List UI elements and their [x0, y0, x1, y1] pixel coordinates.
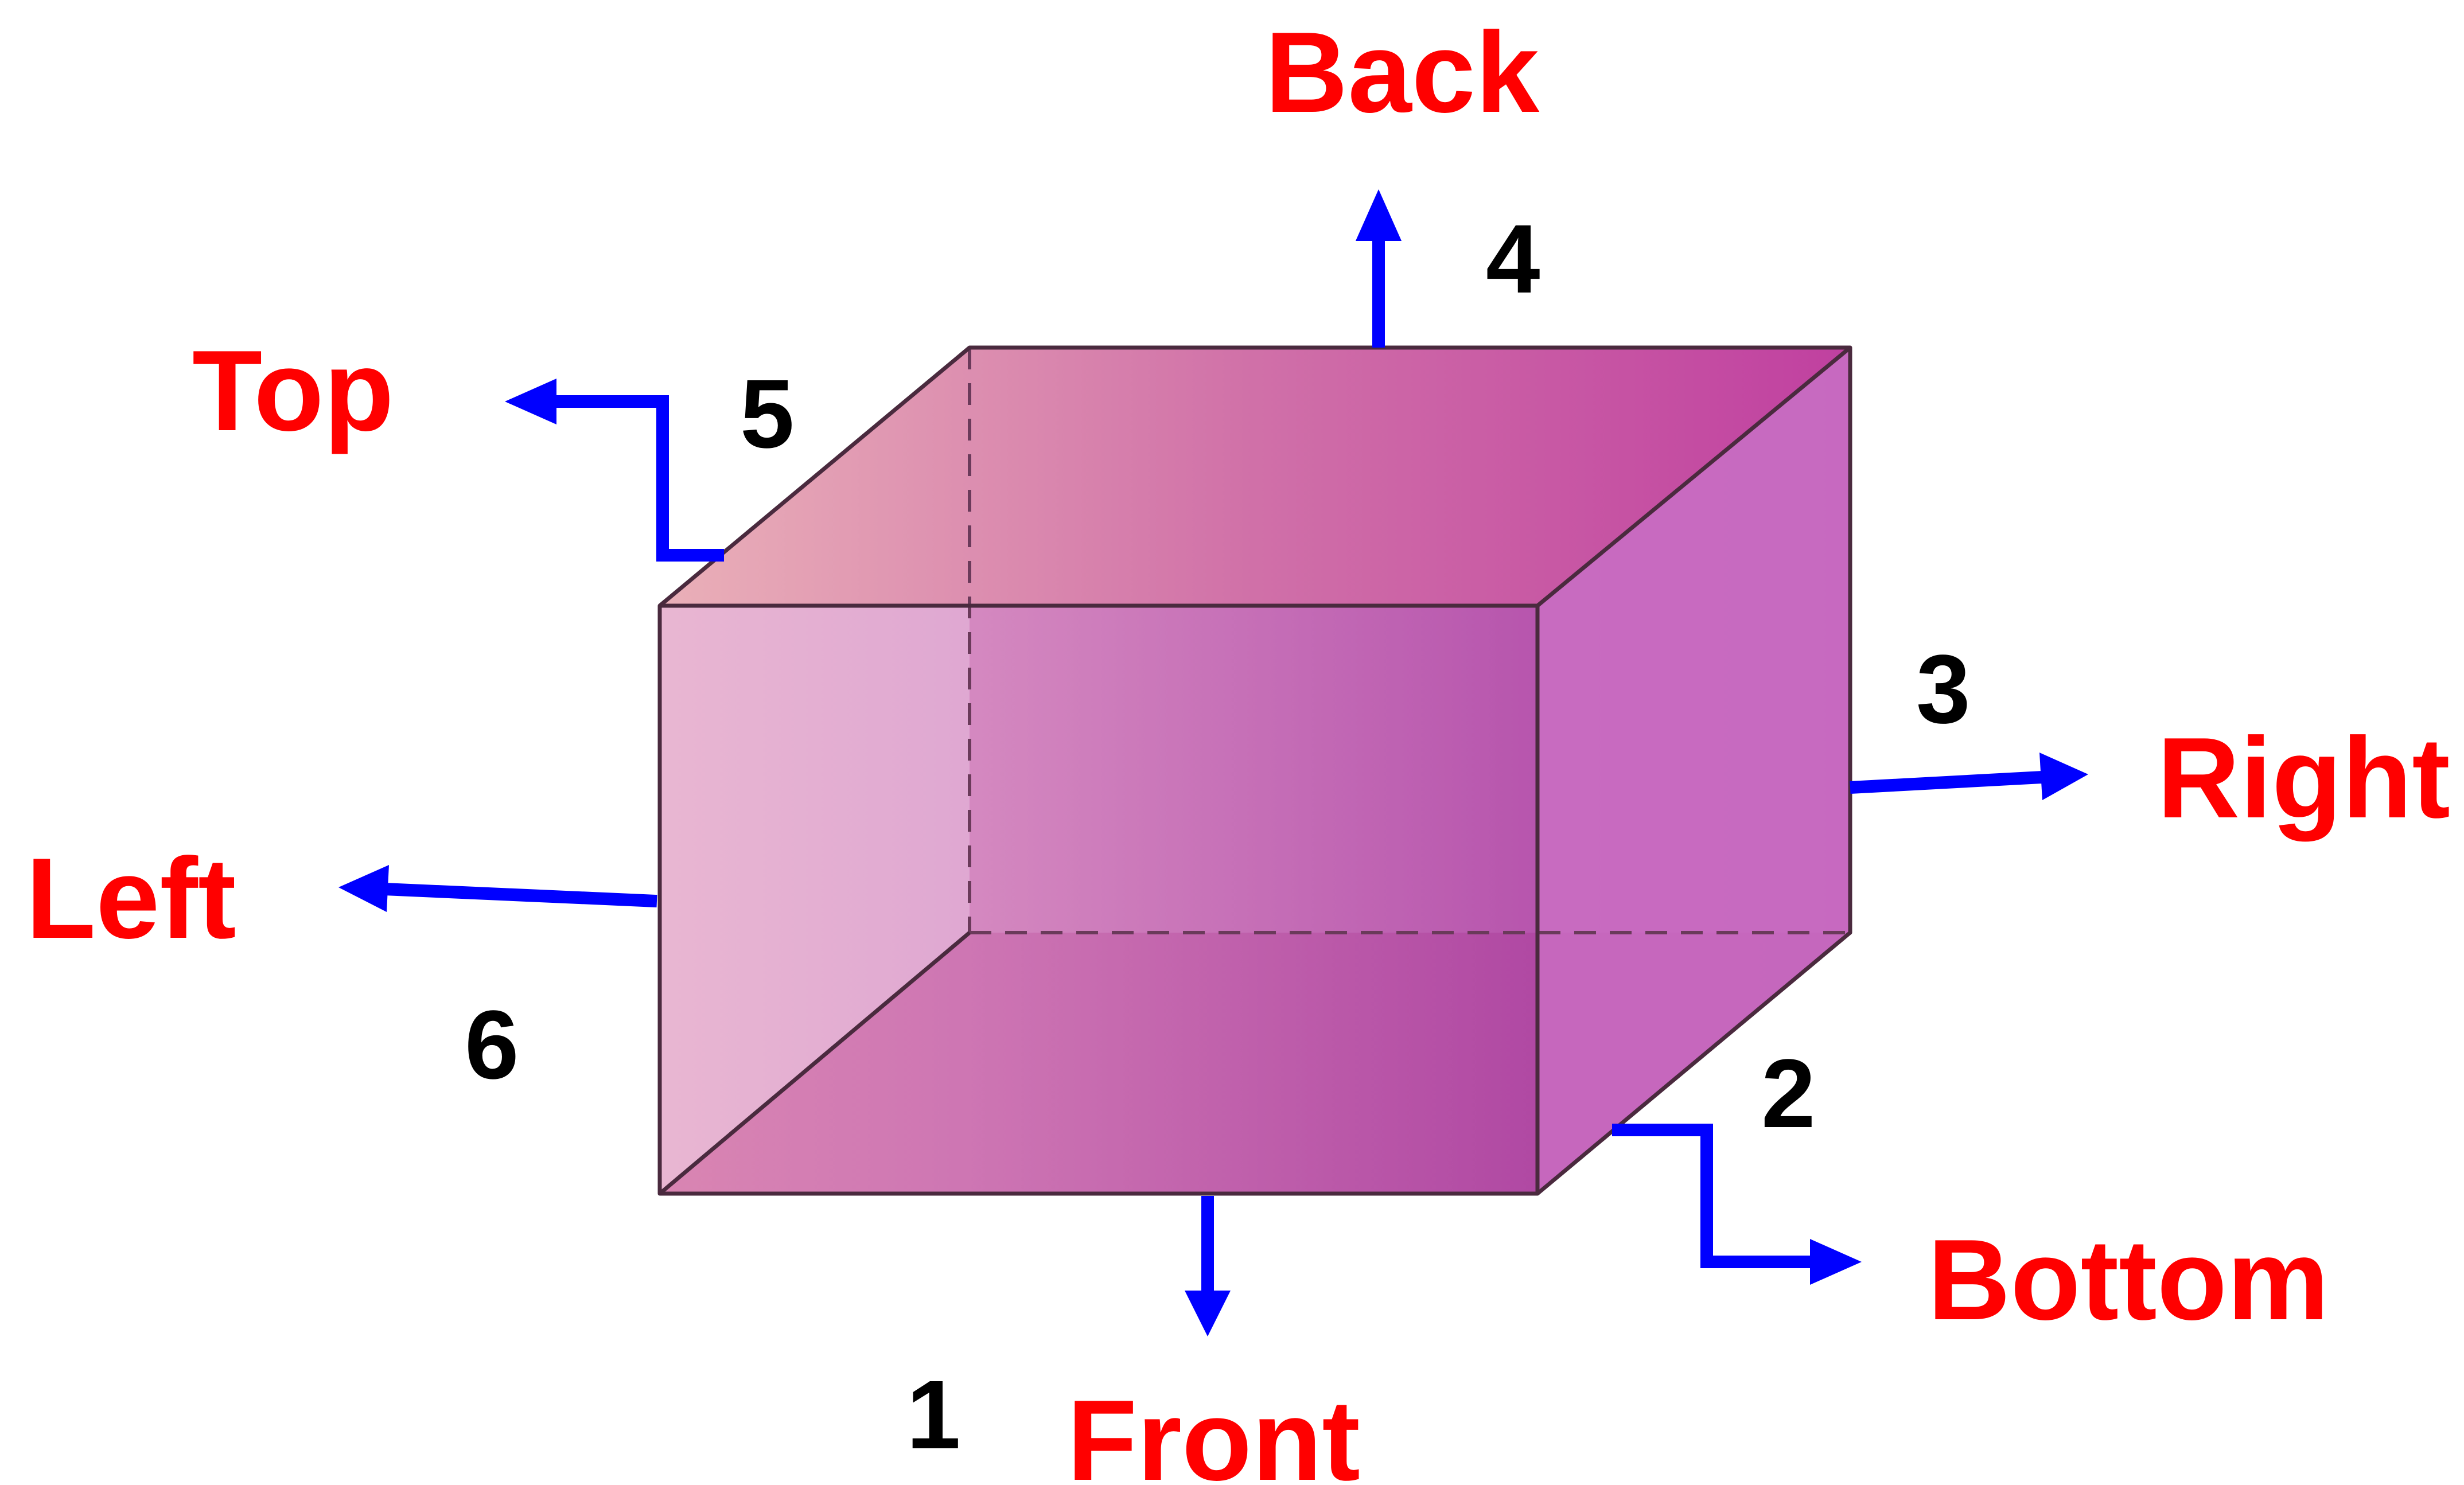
box-top-face	[660, 348, 1850, 606]
right-arrow-head	[2039, 753, 2088, 800]
right-edges	[1536, 348, 1852, 1195]
face-numbers: 4 5 3 6 2 1	[465, 205, 1971, 1470]
number-right: 3	[1916, 635, 1971, 744]
label-left: Left	[26, 835, 236, 962]
label-back: Back	[1265, 9, 1540, 137]
left-arrow-head	[338, 865, 389, 912]
label-bottom: Bottom	[1928, 1216, 2329, 1344]
bottom-arrow-head	[1810, 1239, 1862, 1285]
box-right-face	[1537, 348, 1850, 1194]
right-arrow-line	[1850, 771, 2043, 794]
number-left: 6	[465, 991, 519, 1100]
face-labels: Back Top Right Left Bottom Front	[26, 9, 2450, 1485]
label-top: Top	[192, 327, 394, 455]
bottom-diagonal-edge	[658, 931, 971, 1195]
front-arrow-head	[1185, 1291, 1231, 1336]
top-arrow-line	[551, 395, 724, 562]
top-edges	[658, 345, 1852, 607]
top-arrow-head	[505, 379, 556, 424]
bottom-arrow-line	[1612, 1124, 1813, 1268]
arrows	[338, 189, 2088, 1336]
number-top: 5	[740, 360, 795, 469]
label-front: Front	[1067, 1377, 1360, 1485]
label-right: Right	[2157, 714, 2450, 842]
number-bottom: 2	[1761, 1039, 1816, 1148]
number-back: 4	[1486, 205, 1540, 314]
back-arrow-head	[1356, 189, 1402, 241]
box	[657, 345, 1852, 1196]
box-front-face	[660, 606, 1537, 1194]
left-arrow-line	[384, 883, 657, 907]
number-front: 1	[906, 1361, 961, 1470]
